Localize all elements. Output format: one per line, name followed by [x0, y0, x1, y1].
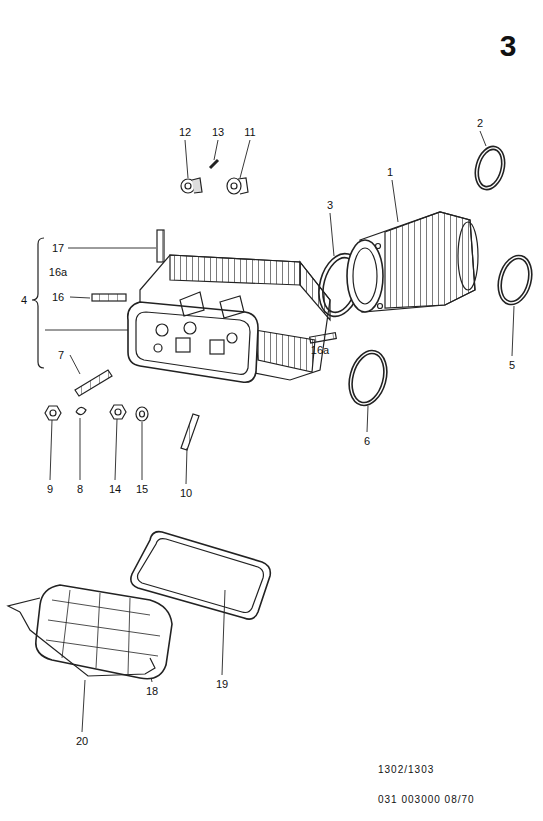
callout-number: 3 [327, 200, 333, 211]
callout-number: 2 [477, 118, 483, 129]
stud [310, 333, 337, 343]
callout-number: 19 [216, 679, 228, 690]
seal-rings [312, 143, 537, 410]
callout-number: 1 [387, 167, 393, 178]
valve-parts [181, 160, 248, 194]
callout-number: 8 [77, 484, 83, 495]
group-brace [32, 238, 44, 368]
stud [181, 414, 199, 450]
callout-number: 12 [179, 127, 191, 138]
callout-number: 6 [364, 436, 370, 447]
cylinder [347, 212, 478, 312]
callout-number: 11 [244, 127, 255, 138]
callout-number: 15 [136, 484, 148, 495]
callout-number: 14 [109, 484, 121, 495]
callout-number: 18 [146, 686, 158, 697]
washer [136, 407, 148, 421]
stud [157, 230, 164, 262]
callout-number: 9 [47, 484, 53, 495]
callout-number: 5 [509, 360, 515, 371]
callout-number: 4 [21, 295, 27, 306]
valve-cover [36, 585, 172, 679]
stud [92, 294, 126, 301]
callout-number: 10 [180, 488, 192, 499]
nut [45, 406, 61, 420]
nut [110, 405, 126, 419]
callout-number: 17 [52, 243, 64, 254]
cylinder-head [128, 255, 330, 382]
part-code: 1302/1303 [378, 765, 434, 775]
callout-number: 16a [311, 345, 329, 356]
part-code: 031 003000 08/70 [378, 795, 475, 805]
lock-washer [76, 407, 86, 414]
page-number: 3 [500, 31, 517, 61]
callout-number: 7 [58, 350, 64, 361]
callout-number: 16 [52, 292, 64, 303]
callout-number: 16a [49, 267, 67, 278]
callout-number: 20 [76, 736, 88, 747]
callout-number: 13 [212, 127, 224, 138]
stud [75, 370, 112, 396]
retaining-clip [8, 598, 155, 676]
